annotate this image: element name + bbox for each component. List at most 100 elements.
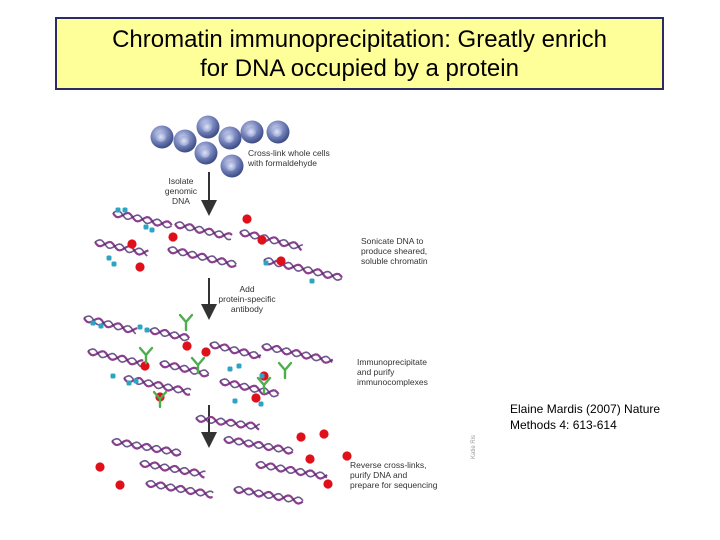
protein-red [168,232,178,242]
protein-teal [143,224,149,230]
step-reverse-line-2: purify DNA and [350,470,408,480]
cell-nucleus [226,161,236,171]
watermark-text: Katie Ris [471,434,477,459]
step-isolate-line-3: DNA [172,196,190,206]
dna-fragment [94,239,149,257]
cell [196,115,220,139]
dna-strand-b [174,221,232,241]
protein-red [342,451,352,461]
protein-red [182,341,192,351]
protein-teal [133,378,139,384]
step-ip-line-1: Immunoprecipitate [357,357,427,367]
dna-fragments [83,210,343,505]
dna-fragment [223,435,294,455]
protein-red [127,239,137,249]
dna-fragment [145,479,214,499]
dna-strand-b [195,414,261,430]
dna-strand-b [87,348,143,368]
dna-strand-b [112,210,173,229]
step-sonicate-label: Sonicate DNA to produce sheared, soluble… [361,236,428,266]
protein-teal [227,366,233,372]
cell [194,141,218,165]
dna-strand-a [223,437,294,455]
protein-teal [149,227,155,233]
dna-strand-a [87,350,144,366]
antibody-shape [138,346,154,365]
protein-red [276,256,286,266]
protein-red [319,429,329,439]
dna-fragment [111,437,182,457]
cell-nucleus [224,133,234,143]
cell [220,154,244,178]
protein-teal [106,255,112,261]
dna-fragment [255,460,328,480]
dna-strand-a [239,231,303,252]
dna-strand-b [223,435,294,453]
protein-teal [259,373,265,379]
antibody-shape [256,376,272,395]
step-sonicate-line-2: produce sheared, [361,246,428,256]
protein-red [95,462,105,472]
protein-teal [110,373,116,379]
protein-teal [137,324,143,330]
antibody-shape [178,313,194,332]
protein-teal [115,207,121,213]
dna-fragment [167,246,237,269]
citation-line-2: Methods 4: 613-614 [510,418,617,432]
cells-group [150,115,290,178]
dna-strand-b [209,341,261,359]
step-crosslink-label: Cross-link whole cells with formaldehyde [248,148,330,168]
dna-strand-a [209,343,262,360]
protein-teal [309,278,315,284]
dna-fragment [139,459,206,479]
dna-strand-b [139,459,206,477]
protein-teal [90,320,96,326]
protein-teal [111,261,117,267]
dna-fragment [195,414,261,431]
antibody [256,376,272,395]
dna-strand-b [145,479,214,497]
citation-line-1: Elaine Mardis (2007) Nature [510,402,661,416]
dna-strand-b [219,378,279,398]
dna-strand-a [167,248,237,269]
dna-strand-b [239,229,304,250]
title-line-2: for DNA occupied by a protein [200,54,519,82]
protein-red [323,479,333,489]
protein-teal [236,363,242,369]
step-sonicate-line-1: Sonicate DNA to [361,236,424,246]
dna-strand-b [255,460,328,479]
step-crosslink-line-2: with formaldehyde [248,158,317,168]
step-isolate-line-1: Isolate [168,176,194,186]
dna-strand-a [145,481,213,499]
cell-nucleus [179,136,189,146]
antibody-shape [277,361,293,380]
antibodies [138,313,293,409]
protein-teal [258,401,264,407]
antibody [277,361,293,380]
dna-strand-b [159,360,210,375]
step-isolate-line-2: genomic [164,186,198,196]
cell [173,129,197,153]
step-reverse-line-1: Reverse cross-links, [350,460,427,470]
proteins [90,207,352,490]
protein-red [257,235,267,245]
citation: Elaine Mardis (2007) Nature Methods 4: 6… [510,401,710,433]
dna-strand-b [111,437,182,455]
protein-red [135,262,145,272]
protein-red [296,432,306,442]
step-antibody-line-2: protein-specific [218,294,276,304]
dna-fragment [233,485,304,505]
cell [240,120,264,144]
dna-fragment [159,360,210,378]
dna-fragment [174,221,233,241]
step-sonicate-line-3: soluble chromatin [361,256,428,266]
dna-strand-b [263,257,343,281]
antibody [152,390,168,409]
protein-teal [126,380,132,386]
step-antibody-line-3: antibody [230,304,264,314]
dna-strand-b [149,327,190,342]
cell [218,126,242,150]
step-antibody-label: Add protein-specific antibody [215,284,279,314]
step-reverse-line-3: prepare for sequencing [350,480,438,490]
dna-strand-b [261,343,333,363]
